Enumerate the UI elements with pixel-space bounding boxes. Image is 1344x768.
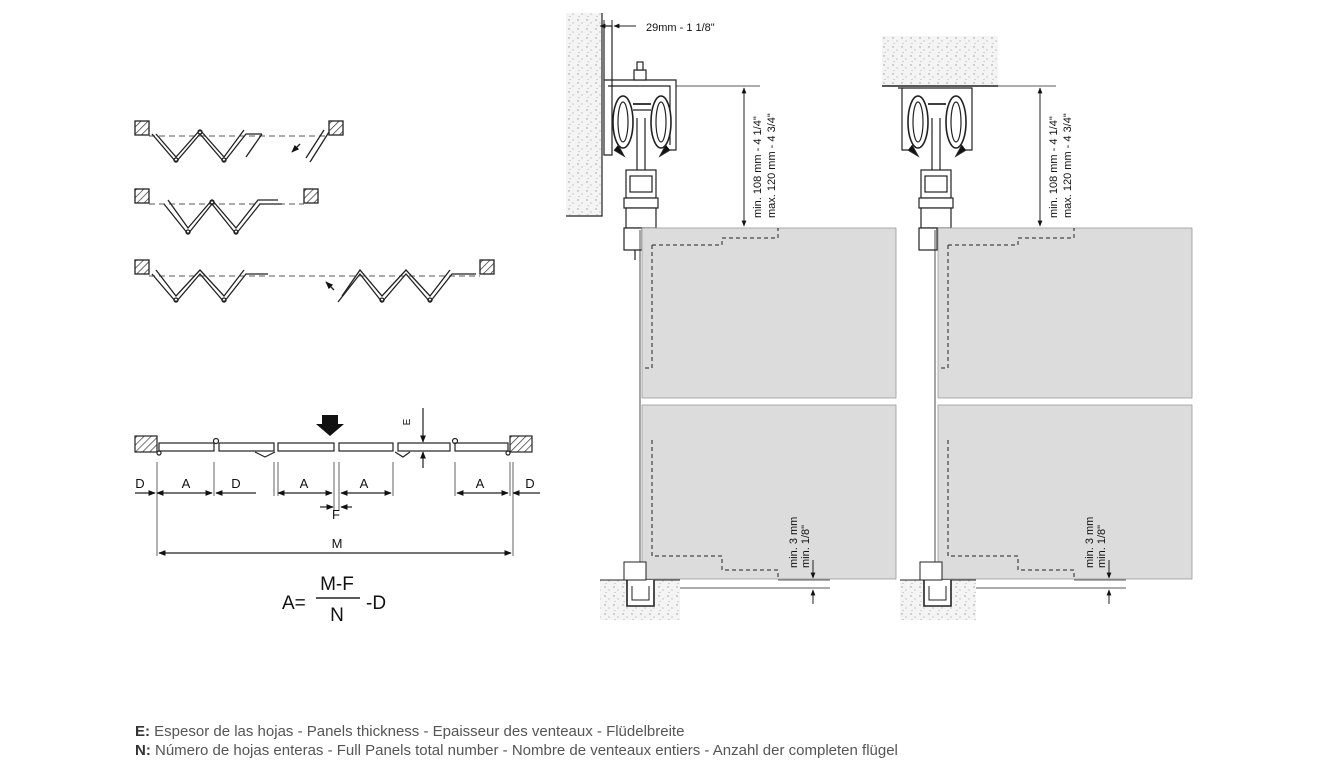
dim-a-1: A [182,476,191,491]
dim-a-2: A [300,476,309,491]
plan-view-row-2 [134,188,319,236]
dimension-schematic [134,408,540,556]
formula-denominator: N [330,605,344,626]
folding-plan-views [134,120,495,304]
panel-width-formula: A= M-F N -D [282,574,386,626]
dim-m: M [332,536,343,551]
dim-d-left: D [135,476,144,491]
height-max-right: max. 120 mm - 4 3/4" [1062,113,1074,218]
section-ceiling-mount: min. 108 mm - 4 1/4" max. 120 mm - 4 3/4… [882,36,1193,620]
formula-numerator: M-F [320,574,354,595]
dim-f: F [332,507,340,522]
legend-n: N: Número de hojas enteras - Full Panels… [135,742,898,759]
height-min-right: min. 108 mm - 4 1/4" [1048,116,1060,218]
gap-in-left: min. 1/8" [800,525,812,568]
height-min-left: min. 108 mm - 4 1/4" [752,116,764,218]
dim-a-4: A [476,476,485,491]
legend-n-key: N: [135,742,151,759]
gap-mm-left: min. 3 mm [788,517,800,568]
height-max-left: max. 120 mm - 4 3/4" [766,113,778,218]
gap-in-right: min. 1/8" [1096,525,1108,568]
section-wall-mount: 29mm - 1 1/8" min. 108 mm - 4 1/4" max. … [566,13,897,620]
dim-d-right: D [525,476,534,491]
legend-e-key: E: [135,723,150,740]
dim-d-2: D [231,476,240,491]
formula-lhs: A= [282,593,306,614]
dim-e: E [402,418,413,425]
legend-e: E: Espesor de las hojas - Panels thickne… [135,723,684,740]
gap-mm-right: min. 3 mm [1084,517,1096,568]
dimension-letters: D A D A A A D F M E [135,418,534,551]
legend-n-text: Número de hojas enteras - Full Panels to… [150,742,898,759]
legend-e-text: Espesor de las hojas - Panels thickness … [150,723,685,740]
offset-dimension: 29mm - 1 1/8" [646,22,715,34]
plan-view-row-3 [134,259,495,304]
formula-suffix: -D [366,593,386,614]
dim-a-3: A [360,476,369,491]
plan-view-row-1 [134,120,344,164]
